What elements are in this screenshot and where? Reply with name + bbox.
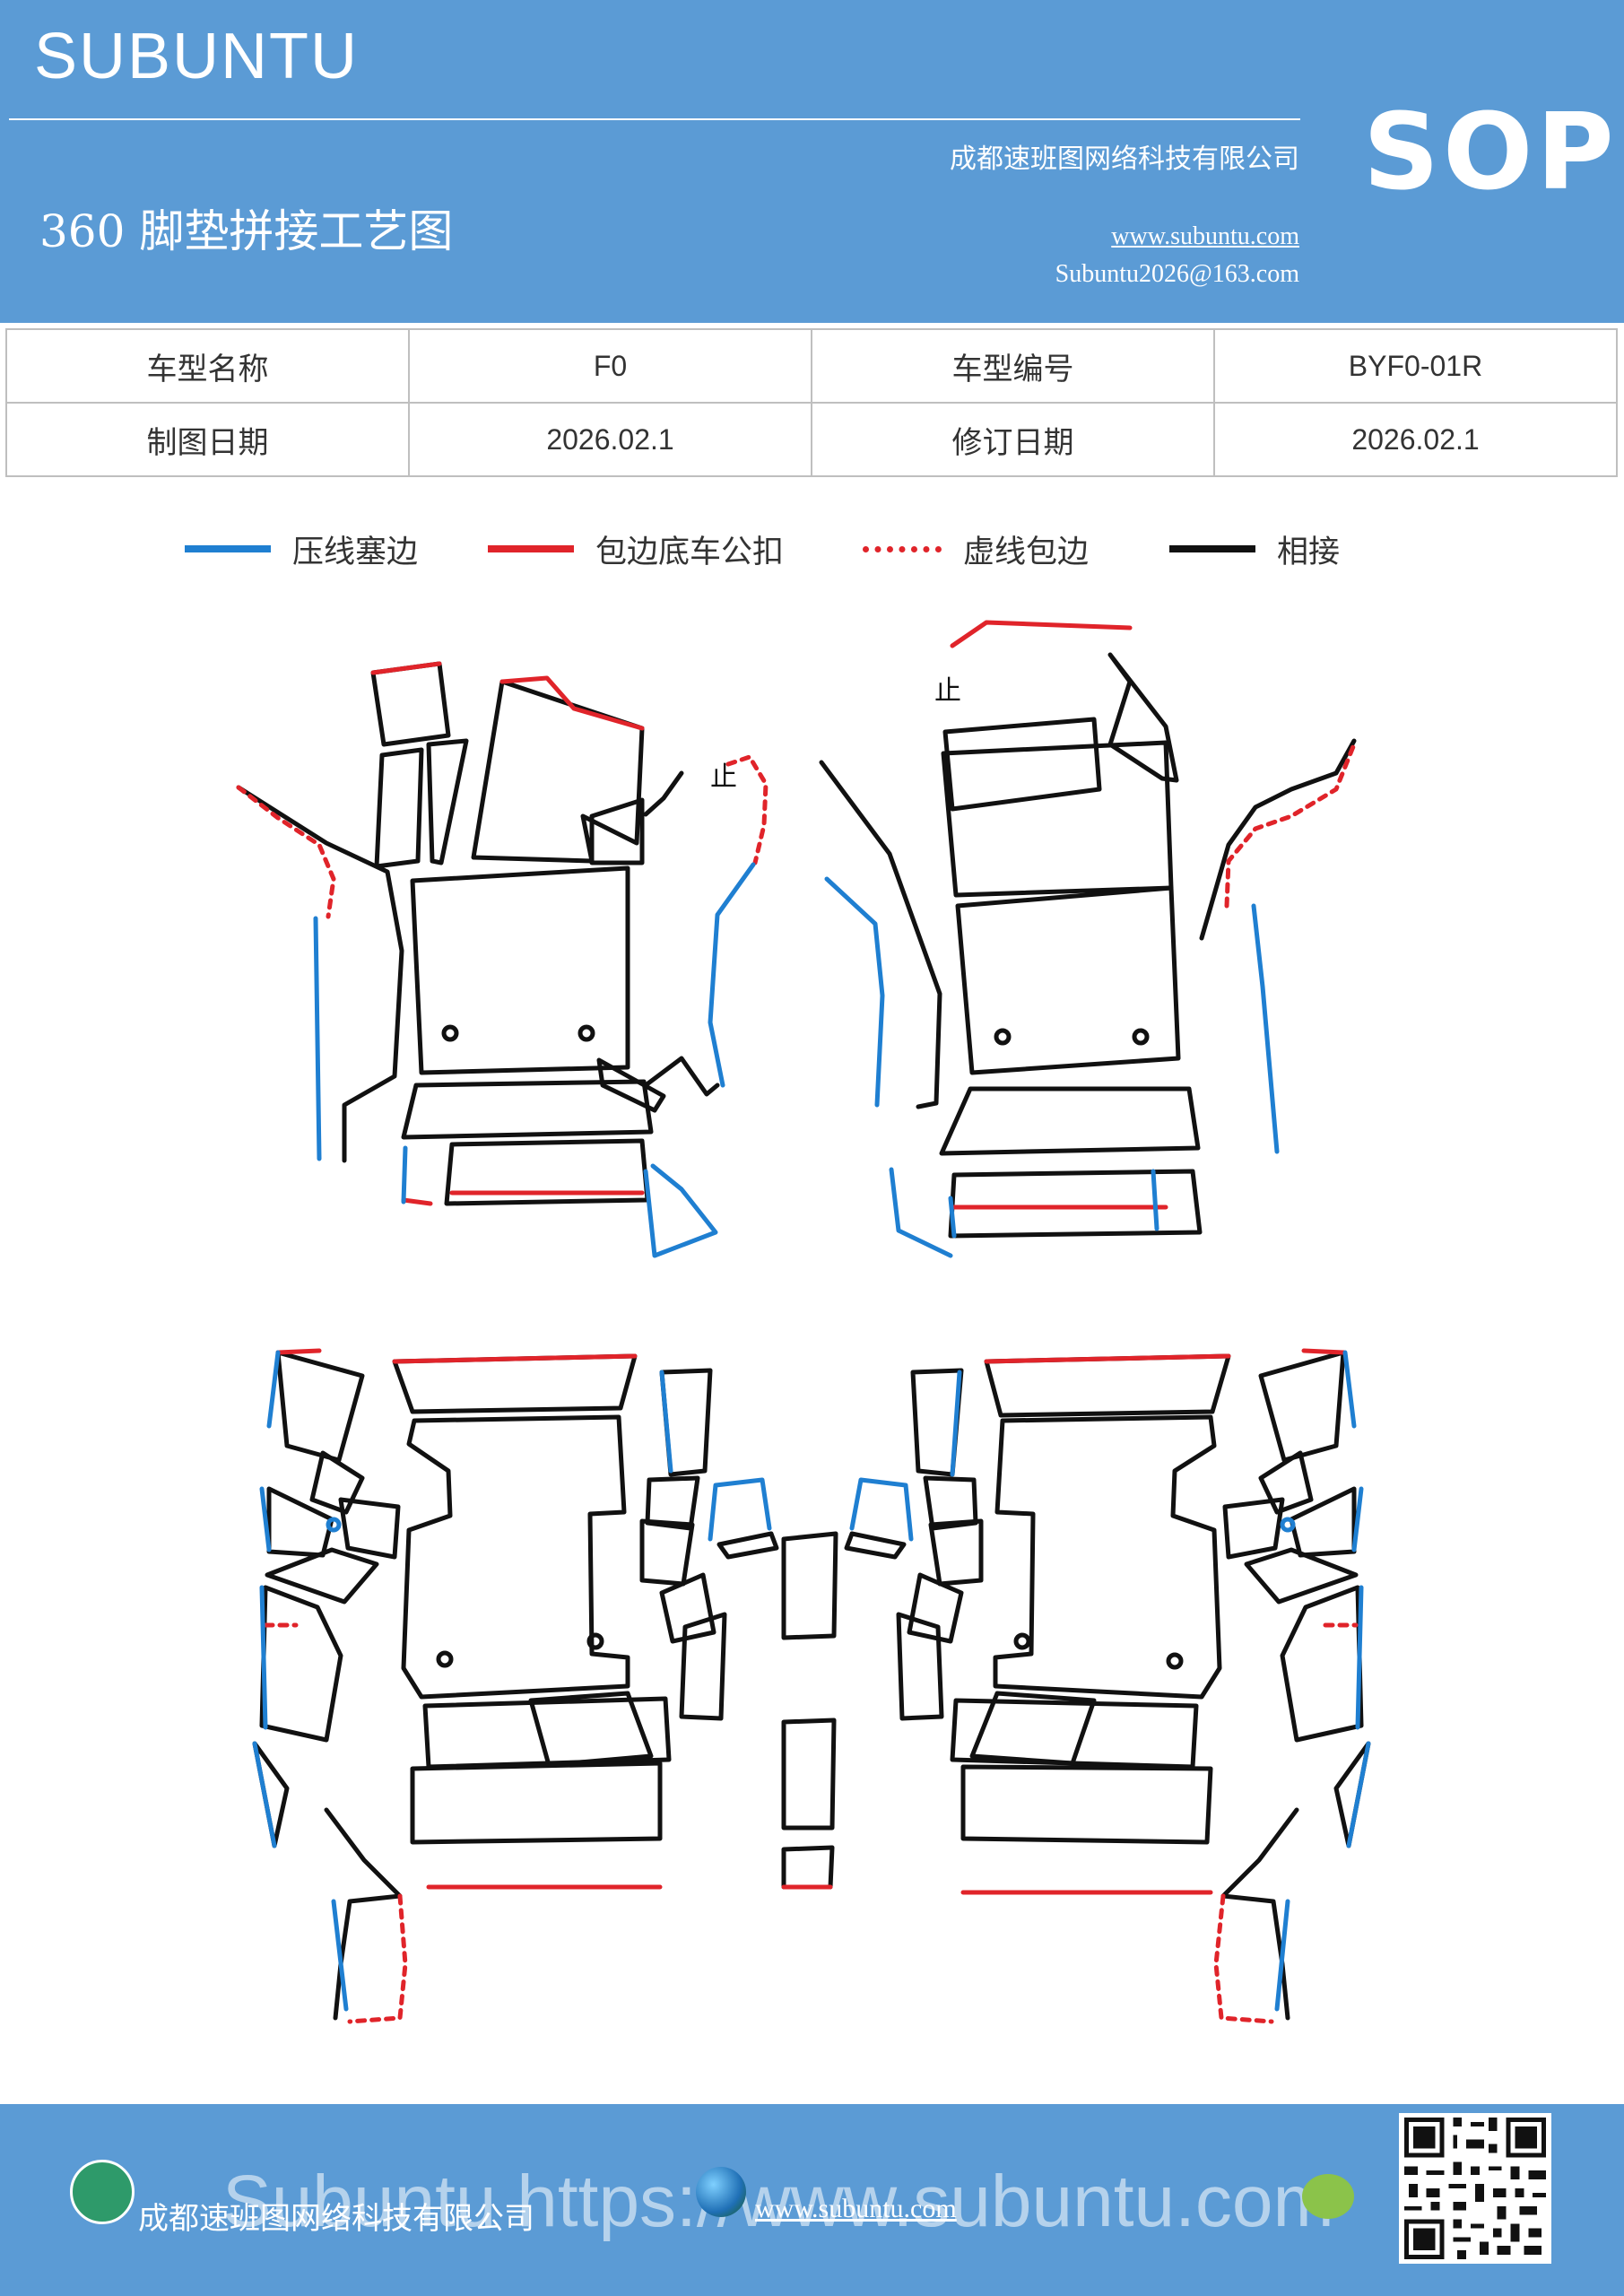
mount-holes [326, 1517, 1296, 1533]
press-line-edges [252, 862, 1371, 2012]
draw-date-label: 制图日期 [5, 402, 410, 477]
legend-swatch [185, 545, 271, 552]
header-banner: SUBUNTU SOP 成都速班图网络科技有限公司 360 脚垫拼接工艺图 ww… [0, 0, 1624, 323]
model-code-label: 车型编号 [811, 328, 1215, 404]
header-divider [9, 118, 1300, 120]
brand-logo-text: SUBUNTU [34, 21, 360, 92]
legend-swatch [1169, 545, 1255, 552]
legend-item-edge-wrap-clip: 包边底车公扣 [488, 524, 784, 574]
footer-watermark: Subuntu https://www.subuntu.com [222, 2161, 1334, 2242]
stop-mark-left: 止 [710, 761, 737, 793]
draw-date-value: 2026.02.1 [408, 402, 812, 477]
legend-item-dashed-wrap: 虚线包边 [863, 524, 1089, 574]
vehicle-info-table: 车型名称 F0 车型编号 BYF0-01R 制图日期 2026.02.1 修订日… [5, 328, 1618, 477]
model-name-value: F0 [408, 328, 812, 404]
table-row: 制图日期 2026.02.1 修订日期 2026.02.1 [5, 402, 1618, 477]
legend-label: 压线塞边 [292, 534, 419, 570]
legend-label: 包边底车公扣 [595, 534, 785, 570]
model-code-value: BYF0-01R [1213, 328, 1618, 404]
legend-item-joined: 相接 [1169, 524, 1340, 574]
company-name: 成都速班图网络科技有限公司 [950, 144, 1299, 175]
sop-badge: SOP [1363, 90, 1618, 213]
document-title: 360 脚垫拼接工艺图 [39, 205, 454, 257]
floor-mat-diagram: 止 止 [236, 620, 1371, 2024]
footer-company-name: 成都速班图网络科技有限公司 [138, 2201, 534, 2237]
website-link[interactable]: www.subuntu.com [1111, 222, 1299, 250]
qr-code-icon [1399, 2113, 1551, 2264]
wechat-icon [1302, 2174, 1354, 2219]
company-logo-icon [70, 2160, 135, 2224]
email-address: Subuntu2026@163.com [1055, 260, 1299, 288]
legend-item-press-line: 压线塞边 [185, 524, 418, 574]
stop-mark-right: 止 [934, 675, 961, 707]
legend-label: 虚线包边 [963, 534, 1090, 570]
legend-swatch [863, 545, 942, 552]
model-name-label: 车型名称 [5, 328, 410, 404]
joined-outlines [236, 652, 1371, 2021]
footer-website-link[interactable]: www.subuntu.com [755, 2194, 957, 2223]
revise-date-value: 2026.02.1 [1213, 402, 1618, 477]
dashed-wrap-lines [236, 742, 1359, 2024]
footer-banner: 成都速班图网络科技有限公司 Subuntu https://www.subunt… [0, 2104, 1624, 2296]
revise-date-label: 修订日期 [811, 402, 1215, 477]
globe-icon [696, 2167, 746, 2217]
edge-wrap-clip-lines [275, 620, 1346, 1895]
legend-swatch [488, 545, 574, 552]
table-row: 车型名称 F0 车型编号 BYF0-01R [5, 328, 1618, 404]
legend-label: 相接 [1277, 534, 1341, 570]
